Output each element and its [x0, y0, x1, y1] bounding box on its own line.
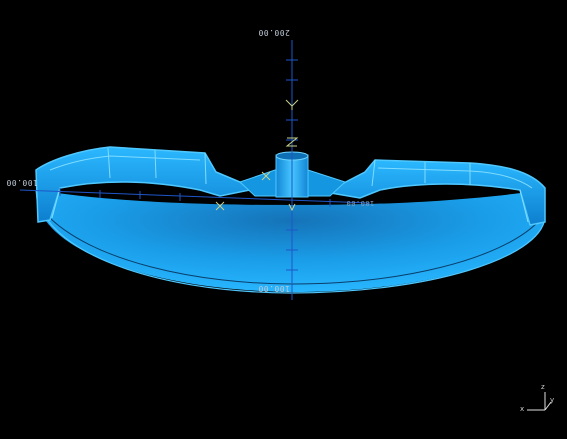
triad-x-label: x [520, 405, 525, 413]
dimension-label-top: 200.00 [258, 28, 290, 37]
xyz-axis-triad-icon [527, 392, 552, 411]
dimension-label-left: 100.00 [6, 178, 38, 187]
triad-z-label: z [541, 383, 545, 391]
left-rim-wall [35, 146, 252, 223]
right-rim-wall [322, 159, 546, 226]
dimension-lines [19, 40, 371, 300]
dimension-label-right: 100.00 [346, 199, 375, 207]
bowl-body [35, 189, 546, 294]
dimension-label-bottom: 100.00 [258, 284, 290, 293]
center-axis-markers [215, 99, 299, 212]
triad-y-label: y [550, 396, 555, 404]
